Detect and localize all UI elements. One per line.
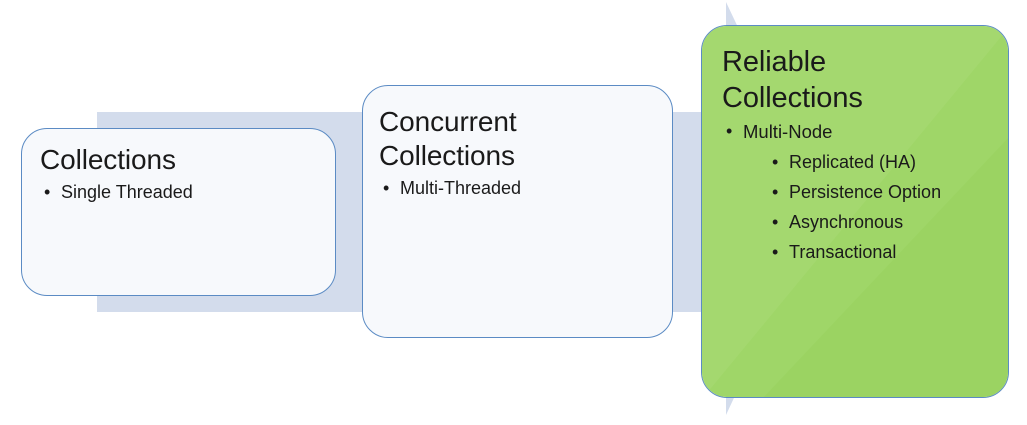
card-collections-title: Collections — [40, 144, 176, 175]
list-item: • Multi-Threaded — [379, 173, 672, 203]
card-accent-fill — [702, 26, 1008, 397]
card-concurrent-collections-bullets: • Multi-Threaded — [379, 173, 672, 203]
bullet-dot-icon: • — [772, 152, 779, 172]
list-item: • Single Threaded — [40, 177, 335, 207]
card-concurrent-collections-title: Concurrent Collections — [379, 106, 517, 171]
card-collections-bullets: • Single Threaded — [40, 177, 335, 207]
list-item-label: Single Threaded — [61, 182, 193, 202]
card-reliable-collections-bullets: • Multi-Node • Replicated (HA) • Persist… — [722, 116, 1008, 267]
list-item-label: Persistence Option — [789, 182, 942, 202]
list-item: • Asynchronous — [768, 207, 1008, 237]
list-item-label: Multi-Node — [743, 121, 833, 142]
bullet-dot-icon: • — [44, 182, 51, 202]
bullet-dot-icon: • — [383, 178, 390, 198]
bullet-dot-icon: • — [772, 242, 779, 262]
bullet-dot-icon: • — [772, 212, 779, 232]
list-item-label: Transactional — [789, 242, 897, 262]
list-item-label: Replicated (HA) — [789, 152, 917, 172]
bullet-dot-icon: • — [726, 121, 733, 141]
list-item: • Persistence Option — [768, 177, 1008, 207]
card-concurrent-collections[interactable]: Concurrent Collections • Multi-Threaded — [362, 85, 673, 338]
list-item-label: Multi-Threaded — [400, 178, 522, 198]
card-collections[interactable]: Collections • Single Threaded — [21, 128, 336, 296]
list-item: • Transactional — [768, 237, 1008, 267]
card-reliable-collections-title: Reliable Collections — [722, 46, 863, 114]
list-item: • Multi-Node • Replicated (HA) • Persist… — [722, 116, 1008, 267]
card-reliable-collections-subbullets: • Replicated (HA) • Persistence Option •… — [743, 147, 1008, 267]
list-item: • Replicated (HA) — [768, 147, 1008, 177]
bullet-dot-icon: • — [772, 182, 779, 202]
card-reliable-collections[interactable]: Reliable Collections • Multi-Node • Repl… — [701, 25, 1009, 398]
list-item-label: Asynchronous — [789, 212, 904, 232]
